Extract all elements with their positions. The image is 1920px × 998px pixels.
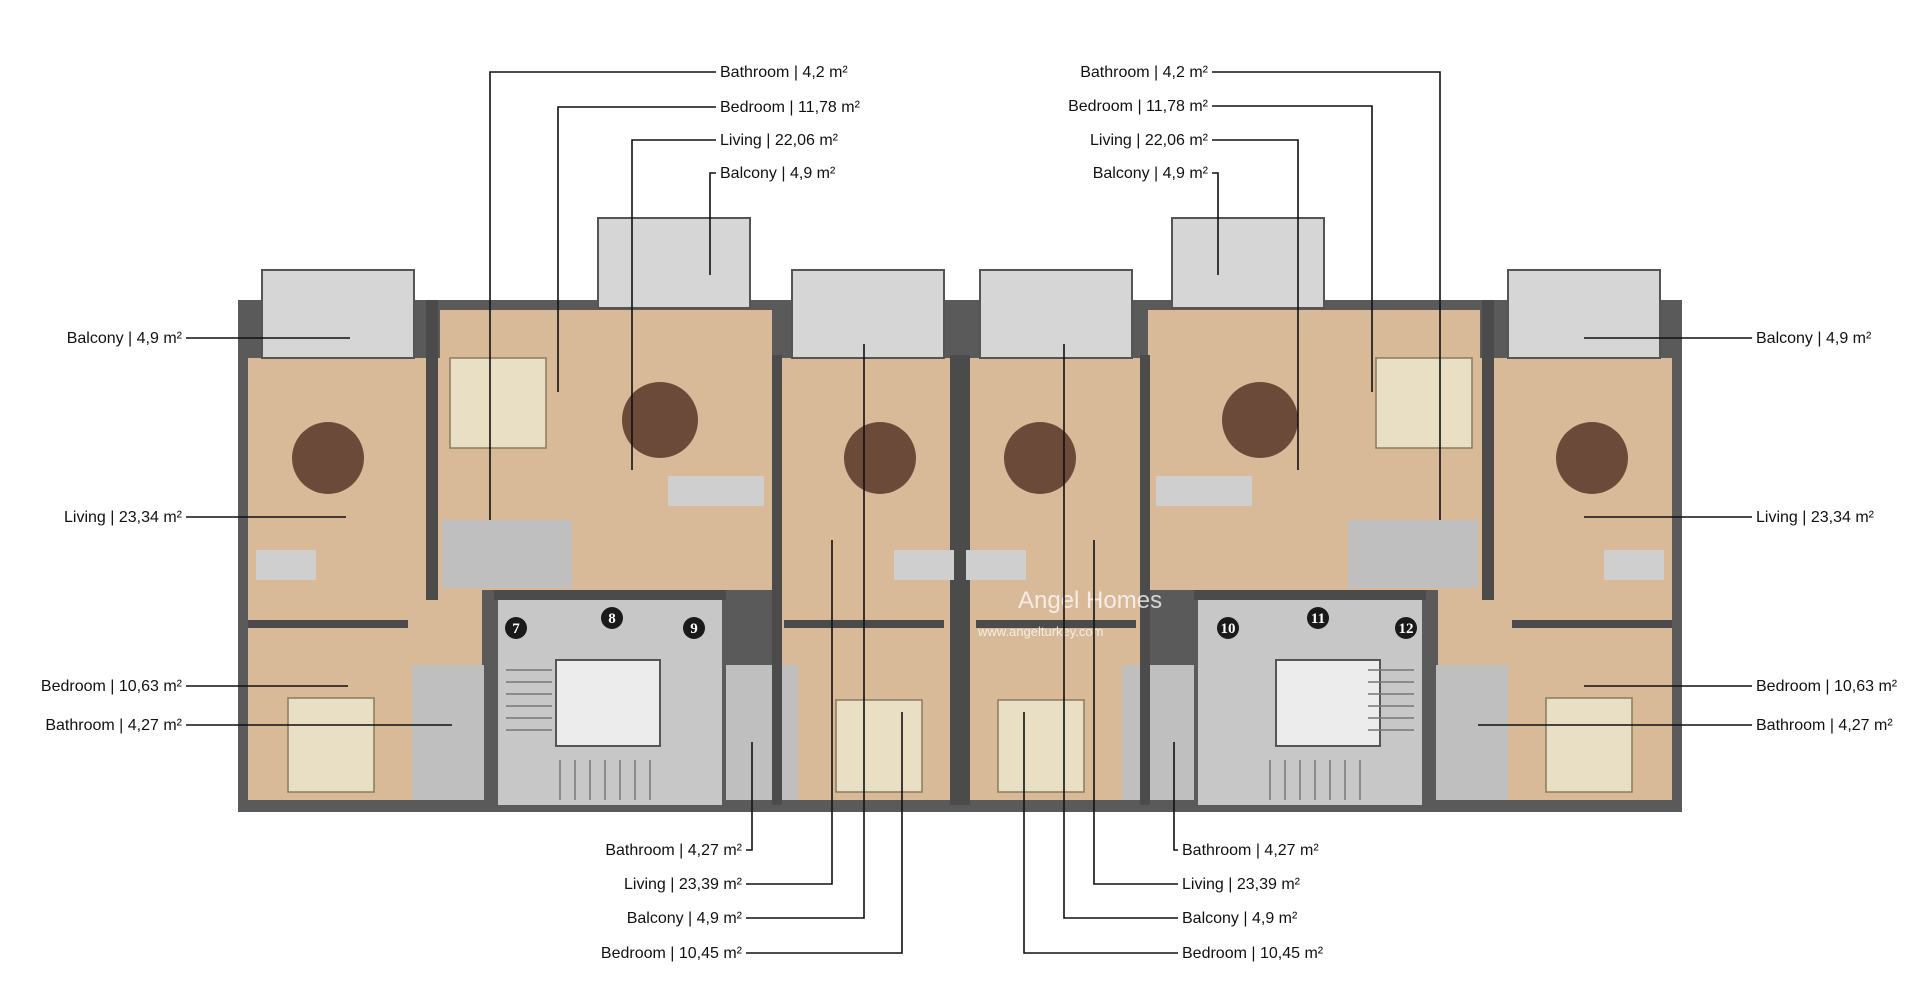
label-left-bathroom: Bathroom | 4,27 m²	[45, 717, 182, 734]
bathroom-center-left	[726, 665, 798, 800]
label-right-living: Living | 23,34 m²	[1756, 509, 1875, 526]
unit-number-12: 12	[1395, 617, 1417, 639]
bathroom-left-outer	[412, 665, 484, 800]
watermark-url: www.angelturkey.com	[977, 624, 1103, 639]
label-bottom-left-living: Living | 23,39 m²	[624, 876, 743, 893]
lift-right	[1275, 659, 1381, 747]
watermark: Angel Homes www.angelturkey.com	[977, 587, 1162, 639]
label-bottom-right-bedroom: Bedroom | 10,45 m²	[1182, 945, 1324, 962]
bed-center-right	[997, 699, 1085, 793]
label-bottom-left-bathroom: Bathroom | 4,27 m²	[605, 842, 742, 859]
label-top-right-balcony: Balcony | 4,9 m²	[1093, 165, 1209, 182]
rug-center-right	[1004, 422, 1076, 494]
bed-left-outer	[287, 697, 375, 793]
label-bottom-right-bathroom: Bathroom | 4,27 m²	[1182, 842, 1319, 859]
bed-center-left	[835, 699, 923, 793]
svg-text:12: 12	[1399, 621, 1414, 637]
balcony-right-inner	[1171, 217, 1325, 309]
unit-number-9: 9	[683, 617, 705, 639]
bathroom-right-inner	[1348, 520, 1478, 588]
unit-numbers: 7 8 9 10 11 12	[505, 607, 1417, 639]
label-right-bedroom: Bedroom | 10,63 m²	[1756, 678, 1898, 695]
label-bottom-left-bedroom: Bedroom | 10,45 m²	[601, 945, 743, 962]
balcony-right-outer	[1507, 269, 1661, 359]
svg-text:10: 10	[1221, 621, 1236, 637]
room-labels: Bathroom | 4,2 m² Bedroom | 11,78 m² Liv…	[41, 64, 1898, 962]
rug-left-outer	[292, 422, 364, 494]
label-top-right-living: Living | 22,06 m²	[1090, 132, 1209, 149]
label-top-left-bedroom: Bedroom | 11,78 m²	[720, 99, 861, 116]
balcony-center-right	[979, 269, 1133, 359]
leader-lines	[186, 71, 1752, 954]
rug-left-inner	[622, 382, 698, 458]
bathroom-right-outer	[1436, 665, 1508, 800]
label-top-left-balcony: Balcony | 4,9 m²	[720, 165, 836, 182]
label-top-right-bathroom: Bathroom | 4,2 m²	[1080, 64, 1208, 81]
unit-number-11: 11	[1307, 607, 1329, 629]
lift-left	[555, 659, 661, 747]
label-bottom-right-balcony: Balcony | 4,9 m²	[1182, 910, 1298, 927]
unit-number-7: 7	[505, 617, 527, 639]
label-bottom-left-balcony: Balcony | 4,9 m²	[627, 910, 743, 927]
label-top-right-bedroom: Bedroom | 11,78 m²	[1068, 98, 1209, 115]
svg-text:11: 11	[1311, 611, 1325, 627]
watermark-brand: Angel Homes	[1018, 587, 1162, 614]
unit-number-10: 10	[1217, 617, 1239, 639]
balcony-left-inner	[597, 217, 751, 309]
label-left-bedroom: Bedroom | 10,63 m²	[41, 678, 183, 695]
rug-right-outer	[1556, 422, 1628, 494]
rug-center-left	[844, 422, 916, 494]
label-bottom-right-living: Living | 23,39 m²	[1182, 876, 1301, 893]
label-left-living: Living | 23,34 m²	[64, 509, 183, 526]
label-right-balcony: Balcony | 4,9 m²	[1756, 330, 1872, 347]
svg-text:7: 7	[512, 621, 520, 637]
label-right-bathroom: Bathroom | 4,27 m²	[1756, 717, 1893, 734]
building	[238, 300, 1682, 812]
bed-right-outer	[1545, 697, 1633, 793]
unit-number-8: 8	[601, 607, 623, 629]
bed-right-inner	[1375, 357, 1473, 449]
bathroom-left-inner	[442, 520, 572, 588]
label-top-left-bathroom: Bathroom | 4,2 m²	[720, 64, 848, 81]
svg-text:9: 9	[690, 621, 698, 637]
rug-right-inner	[1222, 382, 1298, 458]
bed-left-inner	[449, 357, 547, 449]
balconies	[261, 217, 1661, 359]
balcony-left-outer	[261, 269, 415, 359]
label-top-left-living: Living | 22,06 m²	[720, 132, 839, 149]
svg-text:8: 8	[608, 611, 616, 627]
balcony-center-left	[791, 269, 945, 359]
label-left-balcony: Balcony | 4,9 m²	[67, 330, 183, 347]
bathroom-center-right	[1122, 665, 1194, 800]
